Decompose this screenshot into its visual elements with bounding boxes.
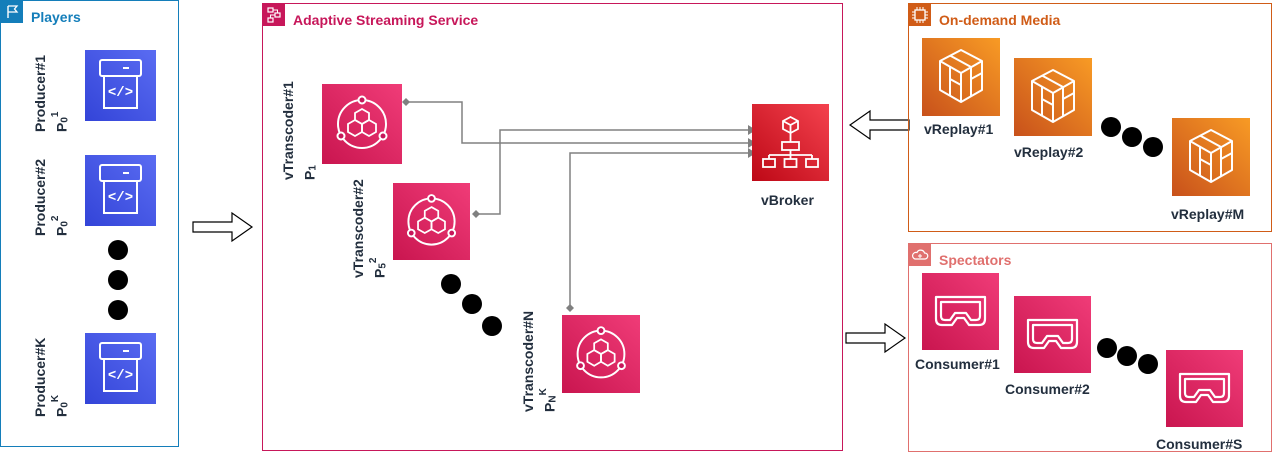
ellipsis-dot [441, 274, 461, 294]
transcoder-n-label: vTranscoder#N PNK [520, 296, 561, 412]
consumer-2-tile[interactable] [1014, 296, 1091, 373]
flow-arrow [848, 109, 910, 141]
ellipsis-dot [1138, 354, 1158, 374]
ellipsis-dot [482, 316, 502, 336]
transcoder-1-tile[interactable] [322, 84, 402, 164]
vr-headset-icon [934, 295, 987, 327]
transcoder-n-tile[interactable] [562, 315, 640, 393]
ellipsis-dot [108, 270, 128, 290]
producer-k-tile[interactable]: </> [85, 333, 156, 404]
elastic-beanstalk-icon [939, 49, 983, 103]
api-gateway-icon: </> [99, 164, 142, 214]
ondemand-media-title: On-demand Media [939, 12, 1061, 28]
transcoder-name: vTranscoder#2 [350, 179, 366, 278]
ellipsis-dot [1117, 346, 1137, 366]
ellipsis-dot [1122, 127, 1142, 147]
ellipsis-dot [1097, 338, 1117, 358]
transcoder-2-tile[interactable] [393, 183, 470, 260]
replay-1-tile[interactable] [922, 38, 1000, 116]
vr-headset-icon [1026, 318, 1079, 350]
players-title: Players [31, 9, 81, 25]
transcoder-symbol: P52 [368, 257, 389, 278]
flag-icon [1, 1, 23, 23]
streaming-service-group: Adaptive Streaming Service [262, 3, 843, 451]
load-balancer-icon [762, 115, 819, 168]
elastic-beanstalk-icon [1189, 129, 1233, 183]
elemental-transcoder-icon [576, 326, 626, 379]
flow-arrow [845, 322, 907, 354]
replay-1-label: vReplay#1 [924, 121, 994, 137]
producer-1-tile[interactable]: </> [85, 50, 156, 121]
consumer-1-label: Consumer#1 [915, 356, 1000, 372]
elastic-beanstalk-icon [1031, 69, 1075, 123]
transcoder-1-label: vTranscoder#1 P1 [280, 76, 321, 180]
spectators-title: Spectators [939, 252, 1012, 268]
api-gateway-icon: </> [99, 59, 142, 109]
consumer-2-label: Consumer#2 [1005, 381, 1090, 397]
ellipsis-dot [1101, 117, 1121, 137]
svg-text:</>: </> [108, 85, 133, 101]
elemental-transcoder-icon [336, 95, 388, 149]
flow-arrow [192, 211, 254, 243]
transcoder-symbol: P1 [301, 165, 319, 180]
consumer-s-label: Consumer#S [1156, 436, 1243, 452]
replay-m-tile[interactable] [1172, 118, 1250, 196]
ondemand-media-group: On-demand Media [908, 3, 1272, 232]
replay-2-tile[interactable] [1014, 58, 1092, 136]
ellipsis-dot [108, 240, 128, 260]
replay-m-label: vReplay#M [1171, 206, 1245, 222]
cloud-icon [909, 244, 931, 266]
transcoder-symbol: PNK [538, 388, 559, 412]
ellipsis-dot [462, 294, 482, 314]
transcoder-name: vTranscoder#N [520, 310, 536, 412]
step-functions-icon [263, 4, 285, 26]
transcoder-2-label: vTranscoder#2 P52 [350, 168, 391, 278]
api-gateway-icon: </> [99, 342, 142, 392]
vr-headset-icon [1178, 372, 1231, 404]
streaming-service-title: Adaptive Streaming Service [293, 12, 479, 28]
transcoder-name: vTranscoder#1 [280, 81, 296, 180]
consumer-s-tile[interactable] [1166, 350, 1243, 427]
broker-label: vBroker [761, 192, 814, 208]
replay-2-label: vReplay#2 [1014, 144, 1084, 160]
producer-2-tile[interactable]: </> [85, 155, 156, 226]
svg-text:</>: </> [108, 368, 133, 384]
ellipsis-dot [1143, 137, 1163, 157]
consumer-1-tile[interactable] [922, 273, 999, 350]
svg-text:</>: </> [108, 190, 133, 206]
elemental-transcoder-icon [406, 194, 457, 246]
chip-icon [909, 4, 931, 26]
players-group: Players [0, 0, 179, 447]
spectators-group: Spectators [908, 243, 1272, 452]
ellipsis-dot [108, 300, 128, 320]
broker-tile[interactable] [752, 104, 829, 181]
